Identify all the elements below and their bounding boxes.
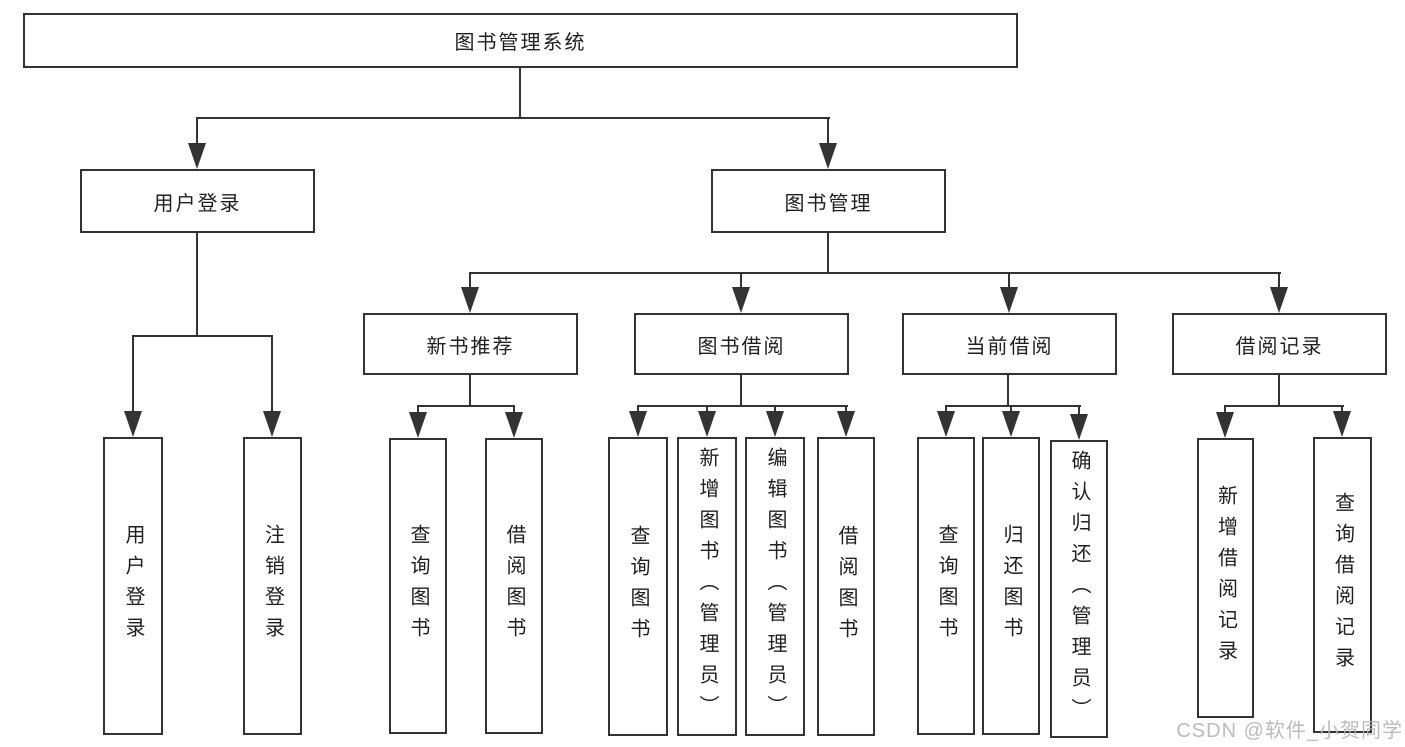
connector-new-book-stem bbox=[469, 374, 471, 407]
watermark: CSDN @软件_小贺同学 bbox=[1176, 720, 1403, 742]
arrowhead-user-login bbox=[188, 143, 206, 169]
connector-drop-cb-confirm bbox=[1078, 405, 1080, 416]
node-user-login-label: 用户登录 bbox=[153, 192, 242, 215]
leaf-logout-label: 注销登录 bbox=[261, 524, 284, 648]
leaf-br-query-record-label: 查询借阅记录 bbox=[1331, 492, 1354, 678]
arrowhead-br-add bbox=[1216, 412, 1234, 438]
leaf-br-add-record: 新增借阅记录 bbox=[1197, 438, 1254, 718]
connector-drop-leaf-logout bbox=[271, 335, 273, 413]
connector-user-login-stem bbox=[196, 232, 198, 337]
connector-book-management-stem bbox=[827, 232, 829, 274]
connector-drop-cb-return bbox=[1010, 405, 1012, 413]
leaf-bb-borrow-books: 借阅图书 bbox=[817, 437, 875, 736]
leaf-br-query-record: 查询借阅记录 bbox=[1313, 437, 1372, 733]
connector-current-borrowing-stem bbox=[1007, 374, 1009, 407]
node-new-book-recommendation: 新书推荐 bbox=[363, 313, 578, 375]
connector-book-borrowing-bus bbox=[637, 405, 848, 407]
leaf-user-login: 用户登录 bbox=[103, 437, 163, 735]
arrowhead-cb-confirm bbox=[1070, 414, 1088, 440]
arrowhead-bb-borrow bbox=[837, 411, 855, 437]
arrowhead-leaf-logout bbox=[263, 411, 281, 437]
arrowhead-br-query bbox=[1333, 411, 1351, 437]
connector-drop-new-book bbox=[469, 272, 471, 289]
leaf-cb-query-books: 查询图书 bbox=[917, 437, 975, 735]
connector-root-stem bbox=[519, 67, 521, 118]
node-book-borrowing-label: 图书借阅 bbox=[697, 335, 786, 358]
connector-book-borrowing-stem bbox=[740, 374, 742, 407]
connector-borrowing-records-bus bbox=[1224, 405, 1344, 407]
connector-drop-book-borrowing bbox=[740, 272, 742, 289]
connector-level1-bus bbox=[196, 117, 830, 119]
connector-drop-br-add bbox=[1224, 405, 1226, 414]
leaf-cb-confirm-return-admin: 确认归还（管理员） bbox=[1050, 440, 1108, 738]
arrowhead-nb-query bbox=[409, 412, 427, 438]
connector-drop-bb-borrow bbox=[845, 405, 847, 413]
connector-drop-nb-borrow bbox=[513, 405, 515, 414]
connector-drop-borrowing-records bbox=[1278, 272, 1280, 289]
leaf-bb-edit-book-admin-label: 编辑图书（管理员） bbox=[764, 447, 786, 726]
connector-new-book-bus bbox=[417, 405, 515, 407]
leaf-logout: 注销登录 bbox=[243, 437, 302, 735]
node-borrowing-records-label: 借阅记录 bbox=[1235, 335, 1324, 358]
leaf-bb-add-book-admin-label: 新增图书（管理员） bbox=[696, 447, 718, 726]
connector-current-borrowing-bus bbox=[945, 405, 1081, 407]
leaf-bb-edit-book-admin: 编辑图书（管理员） bbox=[745, 437, 805, 736]
leaf-nb-borrow-books-label: 借阅图书 bbox=[503, 524, 525, 648]
connector-drop-bb-query bbox=[637, 405, 639, 413]
arrowhead-new-book bbox=[461, 287, 479, 313]
leaf-cb-return-books: 归还图书 bbox=[982, 437, 1040, 735]
node-library-system: 图书管理系统 bbox=[23, 13, 1018, 68]
connector-drop-current-borrowing bbox=[1008, 272, 1010, 289]
node-book-management: 图书管理 bbox=[711, 169, 946, 233]
node-user-login: 用户登录 bbox=[80, 169, 315, 233]
connector-drop-cb-query bbox=[945, 405, 947, 413]
connector-borrowing-records-stem bbox=[1278, 374, 1280, 407]
leaf-nb-query-books-label: 查询图书 bbox=[407, 524, 429, 648]
leaf-bb-borrow-books-label: 借阅图书 bbox=[835, 524, 857, 649]
node-current-borrowing: 当前借阅 bbox=[902, 313, 1117, 375]
connector-drop-user-login bbox=[196, 117, 198, 147]
arrowhead-bb-query bbox=[629, 411, 647, 437]
arrowhead-cb-return bbox=[1002, 411, 1020, 437]
connector-drop-bb-edit bbox=[774, 405, 776, 413]
arrowhead-book-management bbox=[819, 143, 837, 169]
connector-drop-book-management bbox=[827, 117, 829, 147]
leaf-bb-query-books-label: 查询图书 bbox=[627, 524, 649, 649]
node-current-borrowing-label: 当前借阅 bbox=[965, 335, 1054, 358]
leaf-bb-query-books: 查询图书 bbox=[608, 437, 668, 736]
connector-drop-nb-query bbox=[417, 405, 419, 414]
node-borrowing-records: 借阅记录 bbox=[1172, 313, 1387, 375]
leaf-cb-confirm-return-admin-label: 确认归还（管理员） bbox=[1068, 449, 1090, 729]
connector-drop-leaf-user-login bbox=[132, 335, 134, 413]
leaf-nb-borrow-books: 借阅图书 bbox=[485, 438, 543, 734]
arrowhead-bb-edit bbox=[766, 411, 784, 437]
arrowhead-current-borrowing bbox=[1000, 287, 1018, 313]
connector-drop-br-query bbox=[1341, 405, 1343, 413]
leaf-nb-query-books: 查询图书 bbox=[389, 438, 447, 734]
leaf-br-add-record-label: 新增借阅记录 bbox=[1214, 485, 1237, 671]
node-library-system-label: 图书管理系统 bbox=[454, 32, 587, 54]
leaf-cb-return-books-label: 归还图书 bbox=[1000, 524, 1022, 648]
connector-level3-bus bbox=[469, 272, 1281, 274]
arrowhead-bb-add bbox=[698, 411, 716, 437]
arrowhead-leaf-user-login bbox=[124, 411, 142, 437]
leaf-cb-query-books-label: 查询图书 bbox=[935, 524, 957, 648]
connector-user-login-bus bbox=[132, 335, 273, 337]
arrowhead-borrowing-records bbox=[1270, 287, 1288, 313]
leaf-bb-add-book-admin: 新增图书（管理员） bbox=[677, 437, 737, 736]
node-book-management-label: 图书管理 bbox=[784, 192, 873, 215]
node-new-book-recommendation-label: 新书推荐 bbox=[426, 335, 515, 358]
arrowhead-cb-query bbox=[937, 411, 955, 437]
arrowhead-book-borrowing bbox=[732, 287, 750, 313]
connector-drop-bb-add bbox=[706, 405, 708, 413]
node-book-borrowing: 图书借阅 bbox=[634, 313, 849, 375]
leaf-user-login-label: 用户登录 bbox=[122, 524, 144, 648]
arrowhead-nb-borrow bbox=[505, 412, 523, 438]
